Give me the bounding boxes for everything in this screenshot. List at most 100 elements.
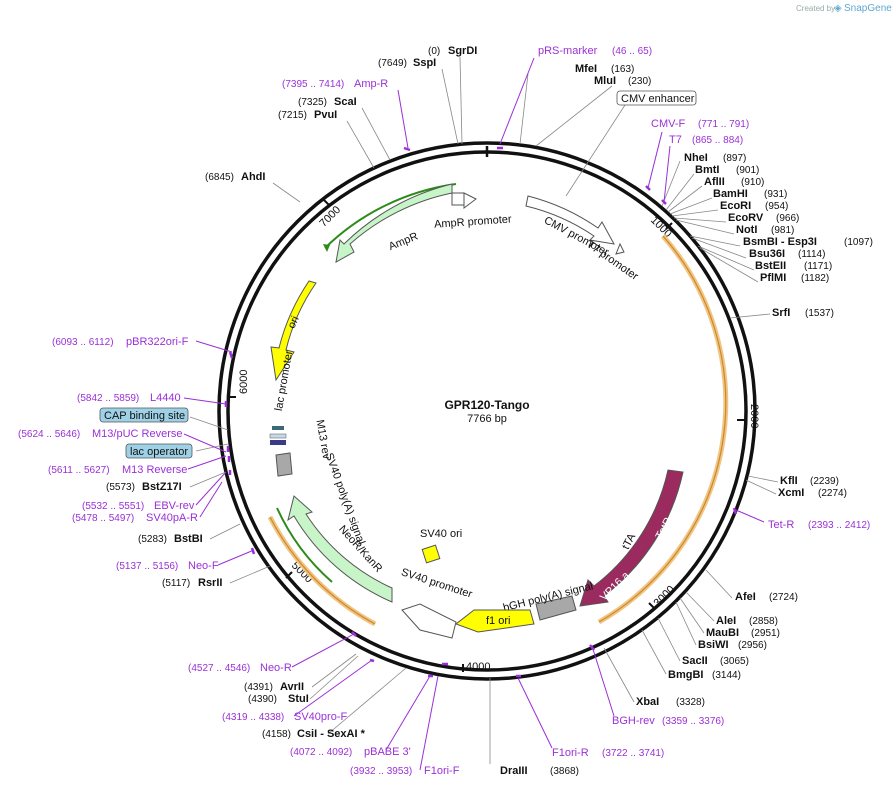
enzyme-nhei-pos: (897) — [723, 153, 746, 164]
enzyme-mlui[interactable]: MluI — [594, 75, 616, 87]
cmv-enhancer-label: CMV enhancer — [621, 93, 695, 105]
tick-label-1000: 1000 — [648, 214, 674, 240]
lac-operator-mark — [272, 426, 284, 430]
neokan-feature-arrow[interactable] — [287, 495, 393, 603]
cap-binding-site-box[interactable] — [99, 407, 189, 423]
primer-tet-r[interactable]: Tet-R — [768, 519, 794, 531]
enzyme-mlui-pos: (230) — [628, 76, 651, 87]
enzyme-bstbi[interactable]: BstBI — [174, 533, 203, 545]
enzyme-bsmbi-esp3i[interactable]: BsmBI - Esp3I — [743, 236, 817, 248]
enzyme-xbai[interactable]: XbaI — [636, 696, 659, 708]
primer-sv40pa-r[interactable]: SV40pA-R — [146, 512, 198, 524]
enzyme-pflmi[interactable]: PflMI — [760, 272, 786, 284]
sv40-polya-feature[interactable] — [275, 452, 293, 477]
snapgene-logo-icon: ◈ — [834, 3, 842, 14]
enzyme-bsu36i[interactable]: Bsu36I — [749, 248, 785, 260]
enzyme-sacii[interactable]: SacII — [682, 655, 708, 667]
enzyme-sacii-pos: (3065) — [720, 656, 749, 667]
primer-cmv-f[interactable]: CMV-F — [651, 118, 686, 130]
enzyme-bstz17i[interactable]: BstZ17I — [142, 481, 182, 493]
enzyme-bsiwi[interactable]: BsiWI — [698, 639, 729, 651]
enzyme-avrii[interactable]: AvrII — [280, 681, 304, 693]
enzyme-bamhi[interactable]: BamHI — [713, 188, 748, 200]
enzyme-pvui-pos: (7215) — [278, 110, 307, 121]
sv40-promoter-arrow[interactable] — [401, 603, 457, 639]
sv40-ori-feature[interactable] — [421, 544, 441, 564]
cmv-enhancer-box[interactable] — [616, 90, 697, 106]
enzyme-stui[interactable]: StuI — [288, 693, 309, 705]
primer-amp-r[interactable]: Amp-R — [354, 78, 388, 90]
primer-m13-puc-reverse[interactable]: M13/pUC Reverse — [92, 428, 182, 440]
enzyme-bmgbi[interactable]: BmgBI — [668, 669, 703, 681]
enzyme-bsu36i-pos: (1114) — [798, 249, 825, 260]
enzyme-bsiwi-pos: (2956) — [738, 640, 767, 651]
enzyme-ahdi[interactable]: AhdI — [241, 171, 265, 183]
enzyme-scai-pos: (7325) — [298, 97, 327, 108]
primer-pbr322ori-f[interactable]: pBR322ori-F — [126, 336, 189, 348]
primer-neo-f[interactable]: Neo-F — [188, 560, 219, 572]
enzyme-sspi[interactable]: SspI — [413, 57, 436, 69]
enzyme-xcmi-pos: (2274) — [818, 488, 847, 499]
f1-ori-feature-arrow[interactable] — [454, 609, 535, 633]
lac-operator-box[interactable] — [125, 443, 193, 459]
enzyme-bsmbi-pos: (1097) — [844, 237, 873, 248]
cmv-promoter-arrow[interactable] — [525, 195, 615, 245]
neor-orf-inner-line — [276, 507, 333, 583]
enzyme-bstbi-pos: (5283) — [138, 534, 167, 545]
primer-f1ori-f-range: (3932 .. 3953) — [350, 766, 412, 777]
enzyme-sgrdi-pos: (0) — [428, 46, 440, 57]
enzyme-xbai-pos: (3328) — [676, 697, 705, 708]
enzyme-xcmi[interactable]: XcmI — [778, 487, 804, 499]
enzyme-alei-pos: (2858) — [749, 616, 778, 627]
enzyme-aflii[interactable]: AflII — [704, 176, 725, 188]
enzyme-mfei[interactable]: MfeI — [575, 63, 597, 75]
ampr-promoter-arrow[interactable] — [463, 192, 477, 209]
enzyme-maubi[interactable]: MauBI — [706, 627, 739, 639]
enzyme-bmgbi-pos: (3144) — [712, 670, 741, 681]
primer-f1ori-r[interactable]: F1ori-R — [552, 747, 589, 759]
neor-orf-line — [269, 516, 376, 625]
primer-pbabe-3[interactable]: pBABE 3' — [364, 746, 411, 758]
enzyme-draiii[interactable]: DraIII — [500, 765, 528, 777]
enzyme-pvui[interactable]: PvuI — [314, 109, 337, 121]
enzyme-kfli[interactable]: KflI — [780, 475, 798, 487]
enzyme-csii-sexai[interactable]: CsiI - SexAI * — [297, 728, 366, 740]
primer-neo-f-range: (5137 .. 5156) — [116, 561, 178, 572]
enzyme-ecori[interactable]: EcoRI — [720, 200, 751, 212]
enzyme-bsteii[interactable]: BstEII — [755, 260, 786, 272]
ampr-feature-arrow[interactable] — [335, 183, 453, 263]
primer-bgh-rev[interactable]: BGH-rev — [612, 715, 655, 727]
enzyme-afei[interactable]: AfeI — [735, 591, 756, 603]
enzyme-nhei[interactable]: NheI — [684, 152, 708, 164]
primer-prs-marker[interactable]: pRS-marker — [538, 45, 598, 57]
tetr-feature-arrow[interactable] — [579, 469, 684, 607]
credit-text: Created by — [796, 4, 835, 13]
enzyme-scai[interactable]: ScaI — [334, 96, 357, 108]
enzyme-draiii-pos: (3868) — [550, 766, 579, 777]
primer-t7[interactable]: T7 — [669, 134, 682, 146]
enzyme-noti[interactable]: NotI — [736, 224, 757, 236]
bgh-polya-feature[interactable] — [535, 595, 577, 621]
primer-neo-r[interactable]: Neo-R — [260, 662, 292, 674]
primer-l4440[interactable]: L4440 — [150, 392, 181, 404]
enzyme-srfi[interactable]: SrfI — [772, 307, 790, 319]
enzyme-sgrdi[interactable]: SgrDI — [448, 45, 477, 57]
enzyme-sspi-pos: (7649) — [378, 58, 407, 69]
primer-f1ori-f[interactable]: F1ori-F — [424, 765, 460, 777]
enzyme-alei[interactable]: AleI — [716, 615, 736, 627]
enzyme-ecorv[interactable]: EcoRV — [728, 212, 764, 224]
primer-m13-reverse[interactable]: M13 Reverse — [122, 464, 187, 476]
enzyme-aflii-pos: (910) — [741, 177, 764, 188]
ori-label: ori — [286, 314, 302, 330]
enzyme-rsrii[interactable]: RsrII — [198, 577, 222, 589]
tick-mark-5000 — [285, 571, 293, 579]
primer-bgh-rev-range: (3359 .. 3376) — [662, 716, 724, 727]
t7-promoter-arrow[interactable] — [615, 242, 625, 255]
primer-sv40pro-f[interactable]: SV40pro-F — [294, 711, 347, 723]
tick-label-2000: 2000 — [748, 404, 760, 428]
enzyme-bmti[interactable]: BmtI — [695, 164, 719, 176]
m13-rev-label: M13 rev — [314, 419, 333, 461]
primer-ebv-rev[interactable]: EBV-rev — [154, 500, 195, 512]
ori-feature-arrow[interactable] — [270, 280, 317, 382]
